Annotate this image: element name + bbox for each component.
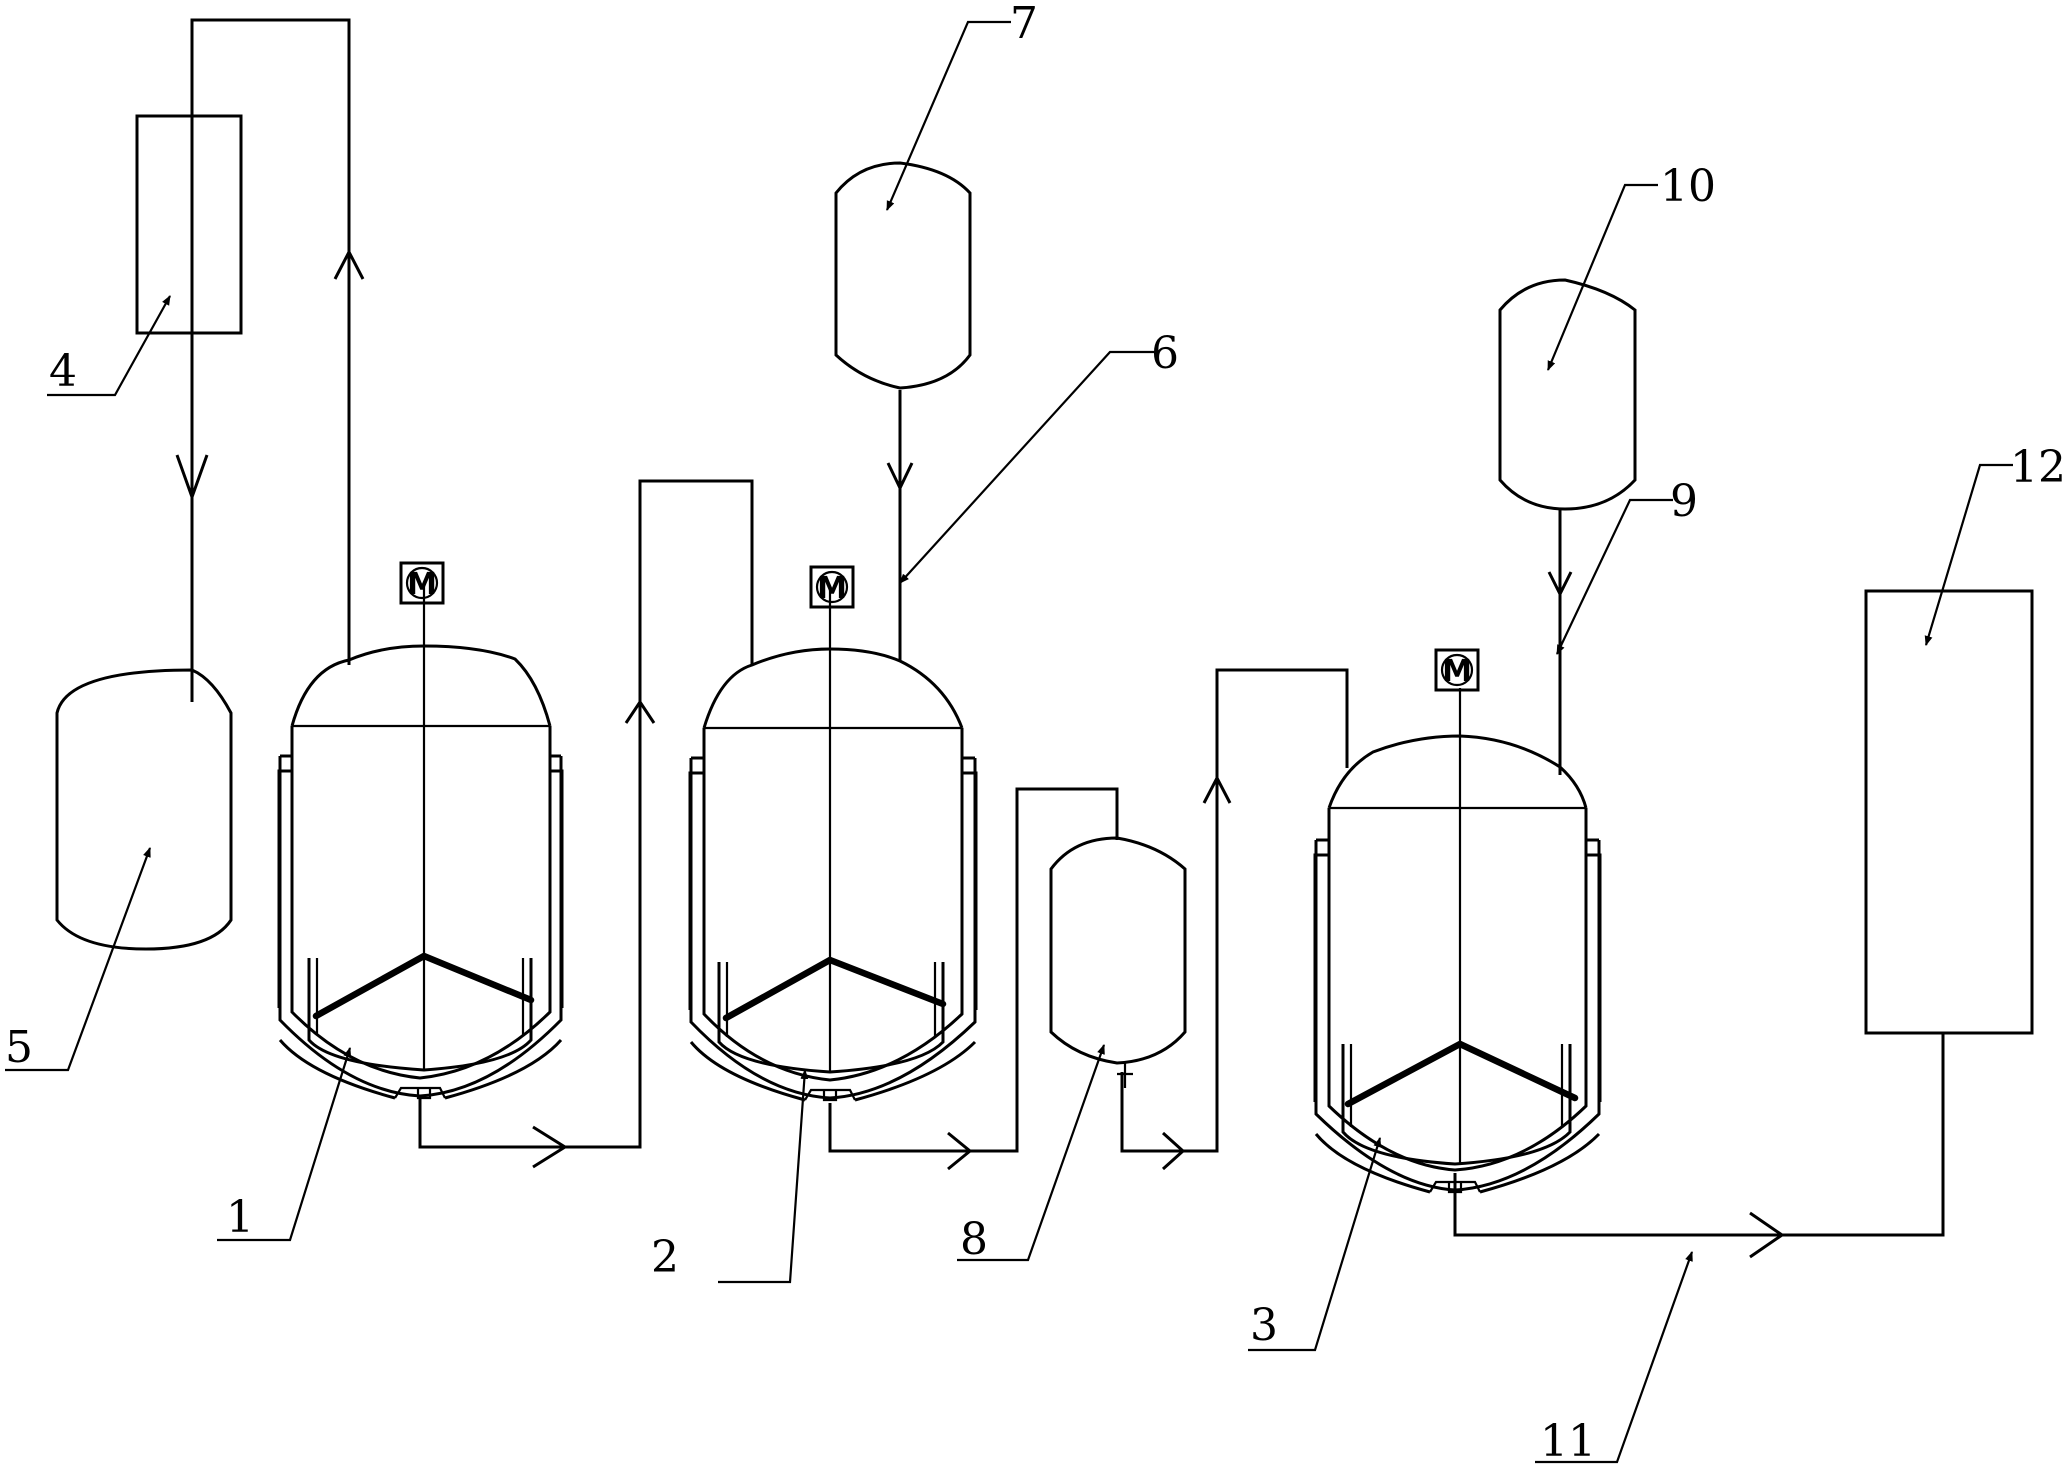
- label-1: 1: [226, 1192, 254, 1243]
- reactor-2: [688, 588, 978, 1102]
- label-11: 11: [1540, 1416, 1596, 1467]
- pipe-network: [175, 18, 1945, 1259]
- label-10: 10: [1660, 161, 1716, 212]
- motor-1: M: [399, 561, 445, 605]
- label-5: 5: [5, 1022, 33, 1073]
- label-7: 7: [1010, 0, 1038, 49]
- tank-5: [55, 668, 233, 951]
- motor-1-symbol: M: [407, 567, 437, 602]
- motor-3: M: [1434, 648, 1480, 692]
- label-9: 9: [1670, 476, 1698, 527]
- label-3: 3: [1250, 1300, 1278, 1351]
- reactor-3: [1313, 688, 1602, 1194]
- label-6: 6: [1151, 328, 1179, 379]
- equipment-12: [1864, 589, 2034, 1035]
- motor-2-symbol: M: [817, 571, 847, 606]
- label-2: 2: [651, 1232, 679, 1283]
- leader-lines: [5, 20, 2013, 1464]
- label-12: 12: [2010, 442, 2066, 493]
- label-8: 8: [960, 1214, 988, 1265]
- motor-3-symbol: M: [1442, 654, 1472, 689]
- vessel-8: [1049, 836, 1187, 1088]
- tank-10: [1498, 278, 1637, 511]
- equipment-4: [135, 114, 243, 335]
- reactor-1: [277, 585, 564, 1100]
- tank-7: [834, 161, 972, 390]
- motor-2: M: [809, 565, 855, 609]
- label-4: 4: [49, 346, 77, 397]
